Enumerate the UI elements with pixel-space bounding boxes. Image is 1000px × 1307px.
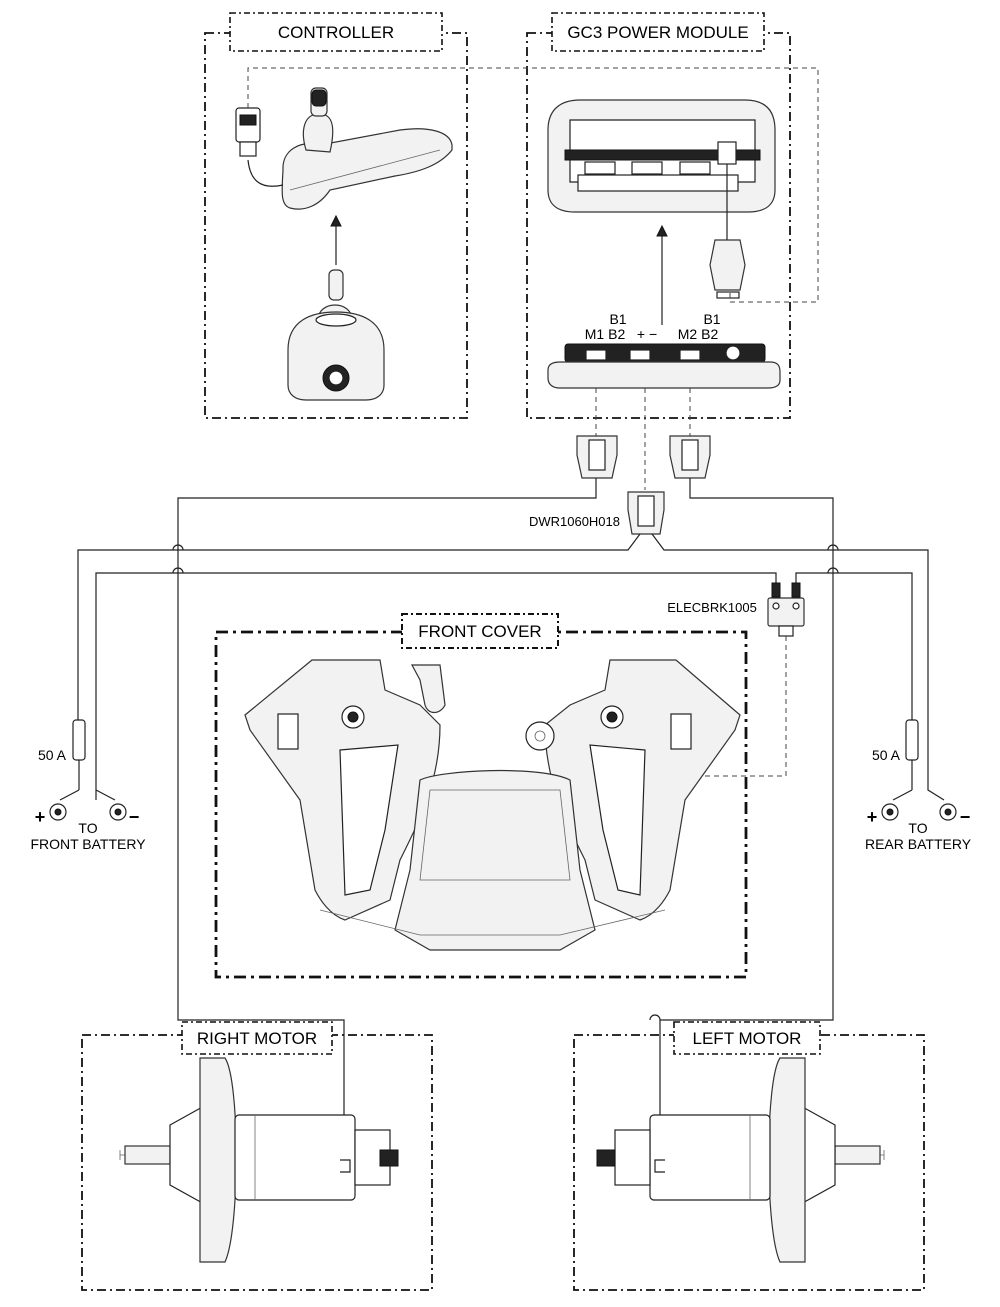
hop-1 (172, 544, 184, 551)
connector-m1 (576, 435, 618, 479)
terminal-label-b1-left: B1 (609, 311, 626, 327)
right-motor-title: RIGHT MOTOR (197, 1029, 317, 1048)
rear-to-label: TO (908, 820, 927, 836)
right-motor-group: RIGHT MOTOR (81, 1021, 433, 1291)
wire-front-neg (95, 572, 777, 800)
front-cover-title: FRONT COVER (418, 622, 541, 641)
terminal-label-b1-right: B1 (703, 311, 720, 327)
power-module-box (526, 32, 791, 419)
front-fuse (72, 719, 86, 761)
wire-battery-minus (651, 533, 945, 801)
hop-5 (649, 1014, 661, 1021)
front-battery-label: FRONT BATTERY (30, 836, 146, 852)
power-module-arrow-head (656, 224, 668, 237)
left-motor-title-frame (673, 1021, 821, 1055)
front-battery-group: 50 A + − TO FRONT BATTERY (30, 719, 146, 852)
circuit-breaker (767, 582, 805, 637)
controller-title: CONTROLLER (278, 23, 394, 42)
left-motor-group: LEFT MOTOR (573, 1021, 925, 1291)
power-module-side-illustration (547, 343, 781, 389)
rear-fuse (905, 719, 919, 761)
power-module-title: GC3 POWER MODULE (567, 23, 748, 42)
rear-plus-sign: + (867, 807, 878, 827)
breaker-part-number: ELECBRK1005 (667, 600, 757, 615)
front-minus-sign: − (129, 807, 140, 827)
rear-battery-label: REAR BATTERY (865, 836, 972, 852)
front-plus-sign: + (35, 807, 46, 827)
breaker-to-cover-dashed (540, 636, 787, 777)
rear-battery-group: 50 A + − TO REAR BATTERY (865, 719, 972, 852)
front-cover-illustration (244, 659, 741, 951)
hop-2 (172, 567, 184, 574)
power-module-title-frame (551, 12, 765, 52)
connector-battery (627, 491, 665, 535)
hop-4 (827, 567, 839, 574)
right-motor-title-frame (181, 1021, 333, 1055)
front-fuse-label: 50 A (38, 747, 67, 763)
rear-fuse-label: 50 A (872, 747, 901, 763)
front-cover-title-frame (401, 613, 559, 649)
hop-3 (827, 544, 839, 551)
wire-m1-to-right-motor (177, 478, 597, 1160)
controller-title-frame (229, 12, 443, 52)
left-motor-illustration (596, 1057, 885, 1263)
wire-m2-to-left-motor (659, 478, 834, 1160)
front-cover-group: FRONT COVER (214, 613, 748, 979)
wire-rear-pos (795, 572, 913, 720)
joystick-front-illustration (287, 269, 385, 401)
rear-minus-sign: − (960, 807, 971, 827)
front-to-label: TO (78, 820, 97, 836)
controller-group: CONTROLLER (204, 12, 468, 419)
left-motor-title: LEFT MOTOR (693, 1029, 802, 1048)
connector-m2 (669, 435, 711, 479)
harness-part-number: DWR1060H018 (529, 514, 620, 529)
right-motor-illustration (119, 1057, 399, 1263)
terminal-label-m1-b2: M1 B2 (585, 326, 626, 342)
terminal-label-plus-minus: + − (637, 326, 657, 342)
power-module-illustration (547, 99, 776, 299)
joystick-illustration (235, 87, 453, 210)
terminal-label-m2-b2: M2 B2 (678, 326, 719, 342)
front-cover-box (214, 630, 748, 979)
controller-arrow-head (330, 214, 342, 227)
power-module-group: GC3 POWER MODULE B1 M1 B2 + − B1 M2 B2 (526, 12, 791, 419)
wire-battery-plus (77, 533, 641, 720)
